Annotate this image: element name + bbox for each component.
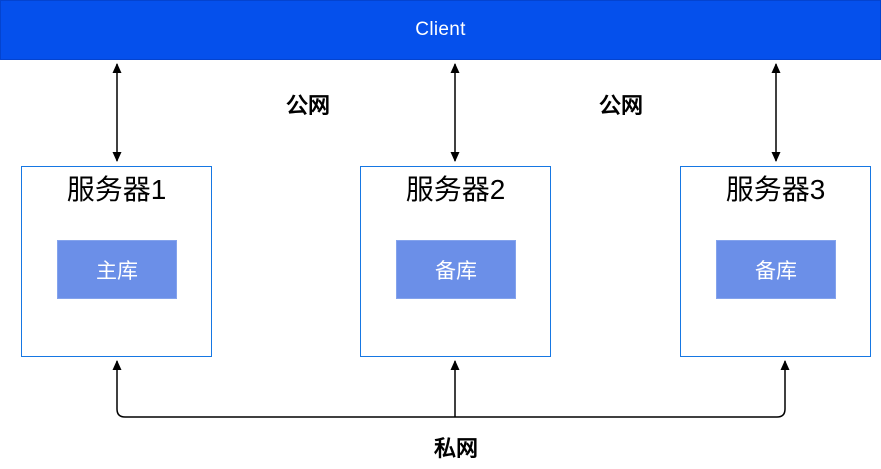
server2-db-node: 备库 — [396, 240, 516, 299]
server3-node: 服务器3 备库 — [680, 166, 871, 357]
server2-node: 服务器2 备库 — [360, 166, 551, 357]
server2-title: 服务器2 — [405, 174, 506, 205]
server3-db-node: 备库 — [716, 240, 836, 299]
server1-db-label: 主库 — [96, 259, 138, 283]
client-label: Client — [415, 19, 466, 40]
public-network-label-right: 公网 — [598, 93, 644, 118]
private-network-label: 私网 — [433, 436, 479, 461]
server3-db-label: 备库 — [755, 259, 797, 283]
private-network-bus — [112, 360, 790, 418]
public-network-label-left: 公网 — [285, 93, 331, 118]
server1-node: 服务器1 主库 — [21, 166, 212, 357]
server2-db-label: 备库 — [435, 259, 477, 283]
server3-title: 服务器3 — [725, 174, 826, 205]
client-node: Client — [0, 0, 881, 60]
server1-db-node: 主库 — [57, 240, 177, 299]
server1-title: 服务器1 — [66, 174, 167, 205]
